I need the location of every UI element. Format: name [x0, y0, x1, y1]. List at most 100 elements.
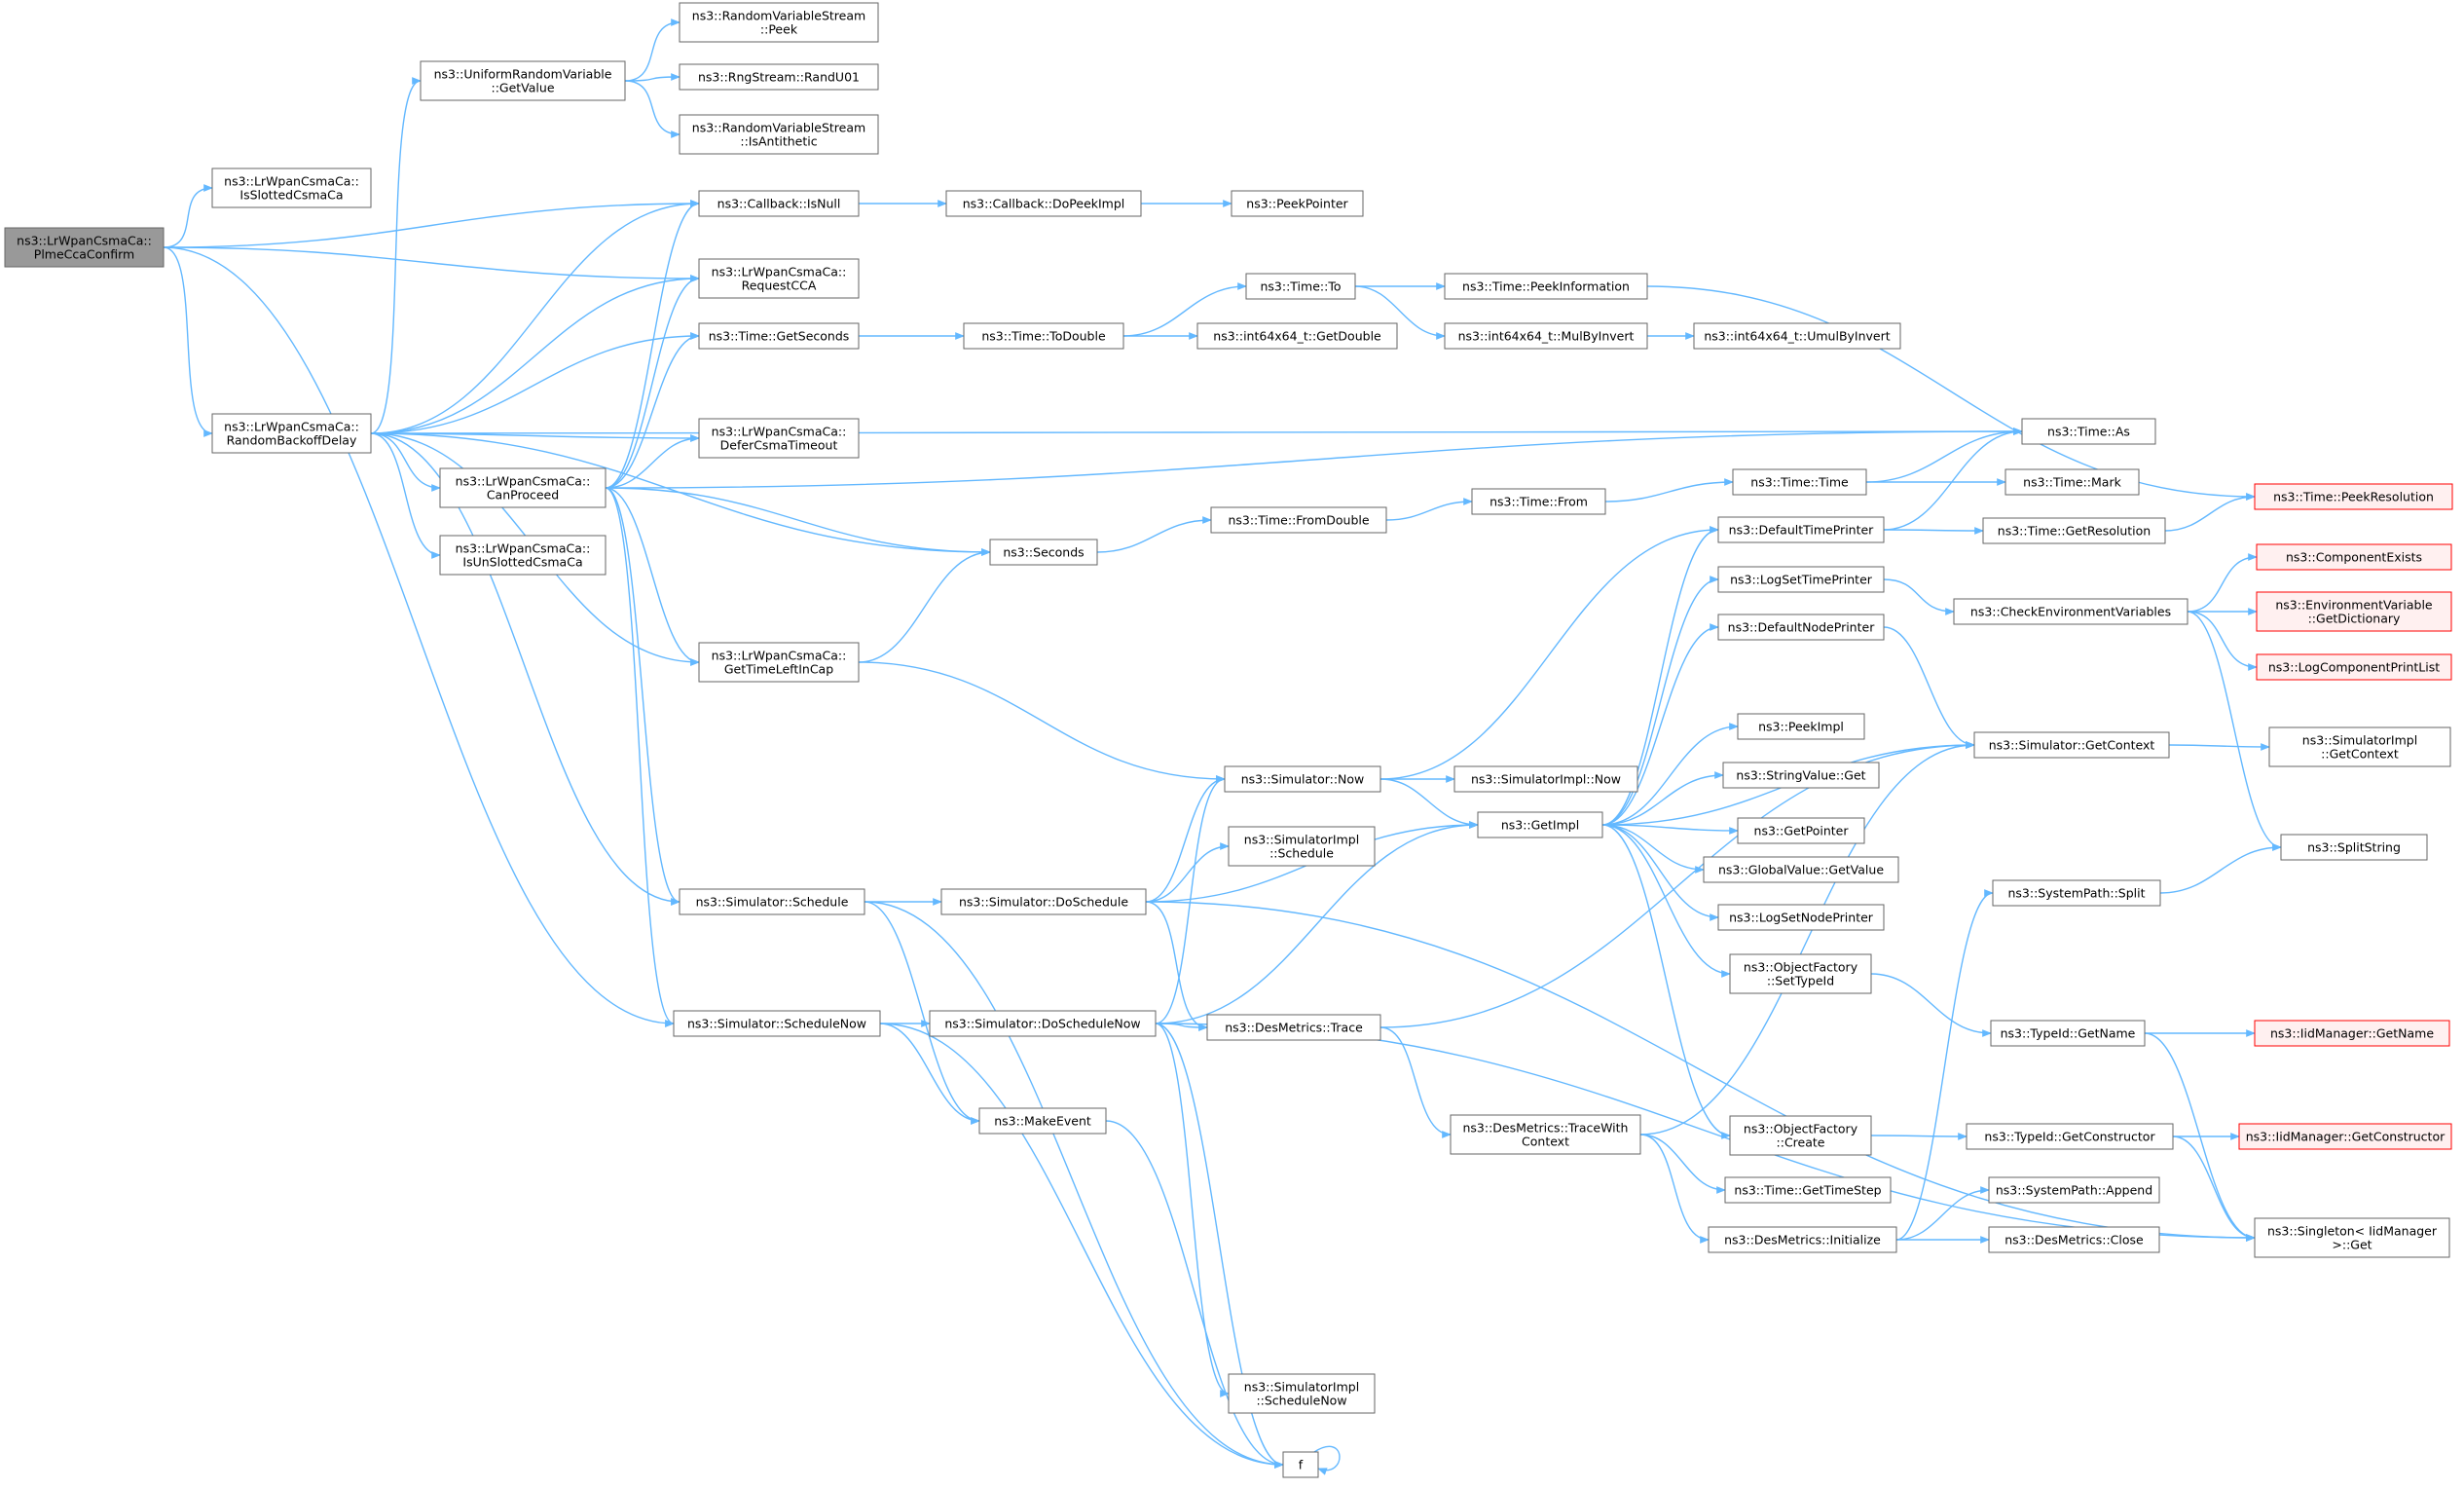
node-box	[2256, 653, 2452, 681]
node-seconds[interactable]: ns3::Seconds	[989, 539, 1098, 566]
node-rvspeek[interactable]: ns3::RandomVariableStream::Peek	[679, 2, 879, 43]
node-splitstring[interactable]: ns3::SplitString	[2280, 834, 2428, 861]
node-cbisnull[interactable]: ns3::Callback::IsNull	[698, 190, 860, 217]
node-logsetnodeprinter[interactable]: ns3::LogSetNodePrinter	[1717, 904, 1885, 931]
node-defnodeprinter[interactable]: ns3::DefaultNodePrinter	[1717, 614, 1885, 641]
node-isantithetic[interactable]: ns3::RandomVariableStream::IsAntithetic	[679, 114, 879, 155]
node-compexists[interactable]: ns3::ComponentExists	[2256, 543, 2452, 571]
node-logcomplist[interactable]: ns3::LogComponentPrintList	[2256, 653, 2452, 681]
node-randombackoff[interactable]: ns3::LrWpanCsmaCa::RandomBackoffDelay	[211, 413, 372, 454]
node-makeevent[interactable]: ns3::MakeEvent	[978, 1107, 1107, 1135]
node-simimplschedulenow[interactable]: ns3::SimulatorImpl::ScheduleNow	[1228, 1373, 1376, 1414]
node-timeto[interactable]: ns3::Time::To	[1245, 273, 1356, 300]
edge-simschedulenow-to-makeevent	[879, 1023, 980, 1125]
node-box	[1988, 1176, 2160, 1204]
node-label: ns3::Simulator::GetContext	[1989, 738, 2155, 753]
node-peekpointer[interactable]: ns3::PeekPointer	[1231, 190, 1364, 217]
node-singletonget[interactable]: ns3::Singleton< IidManager >::Get	[2254, 1217, 2450, 1258]
node-label: ns3::SplitString	[2307, 840, 2401, 855]
node-sysappend[interactable]: ns3::SystemPath::Append	[1988, 1176, 2160, 1204]
node-isunslotted[interactable]: ns3::LrWpanCsmaCa::IsUnSlottedCsmaCa	[439, 535, 607, 576]
node-requestcca[interactable]: ns3::LrWpanCsmaCa::RequestCCA	[698, 258, 860, 299]
node-simnow[interactable]: ns3::Simulator::Now	[1224, 765, 1381, 793]
node-getimpl[interactable]: ns3::GetImpl	[1477, 811, 1603, 838]
node-envgetdict[interactable]: ns3::EnvironmentVariable::GetDictionary	[2256, 591, 2452, 632]
node-isslotted[interactable]: ns3::LrWpanCsmaCa::IsSlottedCsmaCa	[211, 168, 372, 208]
node-f[interactable]: f	[1282, 1451, 1319, 1478]
node-simschedulenow[interactable]: ns3::Simulator::ScheduleNow	[673, 1010, 881, 1037]
node-desminit[interactable]: ns3::DesMetrics::Initialize	[1708, 1226, 1897, 1253]
node-typeidgetctor[interactable]: ns3::TypeId::GetConstructor	[1966, 1123, 2174, 1150]
edge-f-to-f	[1313, 1445, 1341, 1475]
node-timegetstep[interactable]: ns3::Time::GetTimeStep	[1724, 1176, 1892, 1204]
node-todouble[interactable]: ns3::Time::ToDouble	[963, 322, 1124, 350]
node-timefrom[interactable]: ns3::Time::From	[1471, 488, 1606, 515]
node-label: ns3::Time::GetTimeStep	[1734, 1183, 1881, 1198]
node-label: ns3::Time::PeekInformation	[1462, 279, 1630, 294]
node-label: ns3::TypeId::GetConstructor	[1984, 1130, 2155, 1144]
node-label: ns3::Seconds	[1003, 545, 1084, 560]
node-getpointer[interactable]: ns3::GetPointer	[1737, 817, 1865, 844]
node-simdoschedulenow[interactable]: ns3::Simulator::DoScheduleNow	[929, 1010, 1157, 1037]
node-desmtrace[interactable]: ns3::DesMetrics::Trace	[1206, 1014, 1381, 1041]
edge-canproceed-to-simschedule	[605, 487, 680, 906]
node-label: ns3::PeekPointer	[1246, 197, 1348, 211]
node-label: ns3::Time::GetResolution	[1998, 524, 2151, 539]
node-canproceed[interactable]: ns3::LrWpanCsmaCa::CanProceed	[439, 467, 607, 508]
node-stringvalueget[interactable]: ns3::StringValue::Get	[1722, 762, 1880, 789]
node-umulbyinvert[interactable]: ns3::int64x64_t::UmulByInvert	[1693, 322, 1901, 350]
node-root[interactable]: ns3::LrWpanCsmaCa::PlmeCcaConfirm	[4, 227, 165, 268]
node-logsettimeprinter[interactable]: ns3::LogSetTimePrinter	[1717, 566, 1885, 593]
node-box	[940, 888, 1147, 915]
node-box	[2004, 468, 2140, 496]
node-randu01[interactable]: ns3::RngStream::RandU01	[679, 63, 879, 91]
node-getdouble[interactable]: ns3::int64x64_t::GetDouble	[1196, 322, 1398, 350]
node-iidgetname[interactable]: ns3::IidManager::GetName	[2254, 1020, 2450, 1047]
node-sysplit[interactable]: ns3::SystemPath::Split	[1992, 879, 2161, 907]
node-box	[698, 418, 860, 459]
node-mulbyinvert[interactable]: ns3::int64x64_t::MulByInvert	[1444, 322, 1648, 350]
node-label: ::GetDictionary	[2308, 612, 2401, 626]
node-peekres[interactable]: ns3::Time::PeekResolution	[2254, 483, 2453, 510]
node-getseconds[interactable]: ns3::Time::GetSeconds	[698, 322, 860, 350]
node-label: ns3::GetPointer	[1754, 824, 1850, 838]
node-box	[4, 227, 165, 268]
node-ofcreate[interactable]: ns3::ObjectFactory::Create	[1729, 1115, 1872, 1156]
node-label: ns3::Simulator::DoSchedule	[959, 895, 1128, 910]
node-peekimpl[interactable]: ns3::PeekImpl	[1737, 713, 1865, 740]
node-typeidgetname[interactable]: ns3::TypeId::GetName	[1990, 1020, 2146, 1047]
node-peekinfo[interactable]: ns3::Time::PeekInformation	[1444, 273, 1648, 300]
node-simdoschedule[interactable]: ns3::Simulator::DoSchedule	[940, 888, 1147, 915]
node-desmclose[interactable]: ns3::DesMetrics::Close	[1988, 1226, 2160, 1253]
node-fromdouble[interactable]: ns3::Time::FromDouble	[1210, 506, 1387, 534]
node-iidgetctor[interactable]: ns3::IidManager::GetConstructor	[2238, 1123, 2452, 1150]
node-globalvalueget[interactable]: ns3::GlobalValue::GetValue	[1703, 856, 1899, 883]
edge-simdoschedule-to-simnow	[1145, 775, 1226, 903]
edge-defnodeprinter-to-simgetcontext	[1883, 626, 1975, 749]
node-simimplnow[interactable]: ns3::SimulatorImpl::Now	[1453, 765, 1638, 793]
node-uniformgetvalue[interactable]: ns3::UniformRandomVariable::GetValue	[420, 60, 626, 101]
node-box	[1471, 488, 1606, 515]
node-label: GetTimeLeftInCap	[724, 662, 833, 677]
node-getresolution[interactable]: ns3::Time::GetResolution	[1982, 517, 2166, 544]
node-gettimeleft[interactable]: ns3::LrWpanCsmaCa::GetTimeLeftInCap	[698, 642, 860, 683]
node-timetime[interactable]: ns3::Time::Time	[1732, 468, 1867, 496]
node-defercsma[interactable]: ns3::LrWpanCsmaCa::DeferCsmaTimeout	[698, 418, 860, 459]
node-label: ns3::LogComponentPrintList	[2268, 660, 2440, 675]
node-simgetcontext[interactable]: ns3::Simulator::GetContext	[1973, 731, 2170, 759]
edge-seconds-to-fromdouble	[1096, 516, 1212, 553]
node-timeas[interactable]: ns3::Time::As	[2021, 418, 2156, 445]
node-simschedule[interactable]: ns3::Simulator::Schedule	[679, 888, 865, 915]
node-label: IsSlottedCsmaCa	[239, 188, 343, 203]
node-checkenv[interactable]: ns3::CheckEnvironmentVariables	[1953, 598, 2188, 625]
node-timemark[interactable]: ns3::Time::Mark	[2004, 468, 2140, 496]
edge-randombackoff-to-isunslotted	[370, 432, 441, 559]
node-simimplschedule[interactable]: ns3::SimulatorImpl::Schedule	[1228, 826, 1376, 867]
node-cbdopeekimpl[interactable]: ns3::Callback::DoPeekImpl	[945, 190, 1142, 217]
node-deftimeprinter[interactable]: ns3::DefaultTimePrinter	[1717, 516, 1885, 543]
node-ofsettypeid[interactable]: ns3::ObjectFactory::SetTypeId	[1729, 953, 1872, 994]
node-simimplgetcontext[interactable]: ns3::SimulatorImpl::GetContext	[2268, 726, 2451, 767]
node-label: ns3::TypeId::GetName	[2001, 1026, 2136, 1041]
